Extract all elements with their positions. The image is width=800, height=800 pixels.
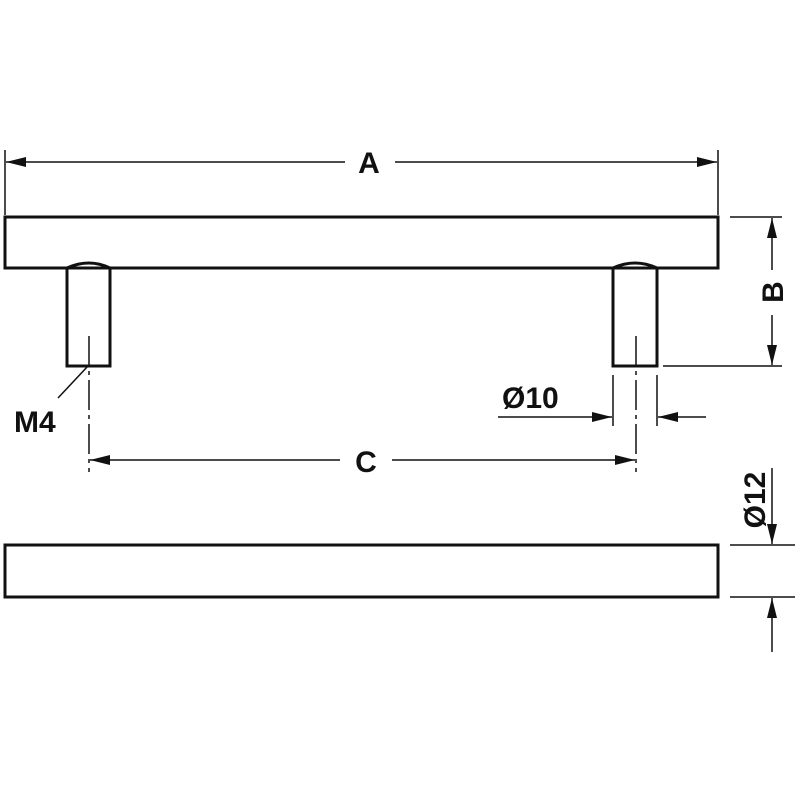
handle-bar-end-view [3, 543, 720, 599]
handle-bar [3, 215, 720, 270]
dimension-b: B [663, 216, 790, 367]
dimension-b-label: B [757, 281, 790, 303]
dimension-a-label: A [358, 147, 380, 180]
dimension-a: A [4, 147, 719, 215]
handle-side-view [3, 215, 720, 472]
thread-label: M4 [14, 406, 56, 439]
thread-callout: M4 [14, 365, 89, 439]
dimension-c-label: C [355, 446, 377, 479]
right-leg [611, 261, 659, 368]
dimension-c: C [90, 446, 635, 479]
dimension-leg-diameter: Ø10 [498, 375, 706, 426]
bar-diameter-label: Ø12 [739, 472, 772, 529]
left-leg [65, 261, 112, 368]
dimension-bar-diameter: Ø12 [730, 468, 795, 652]
leg-diameter-label: Ø10 [502, 382, 559, 415]
